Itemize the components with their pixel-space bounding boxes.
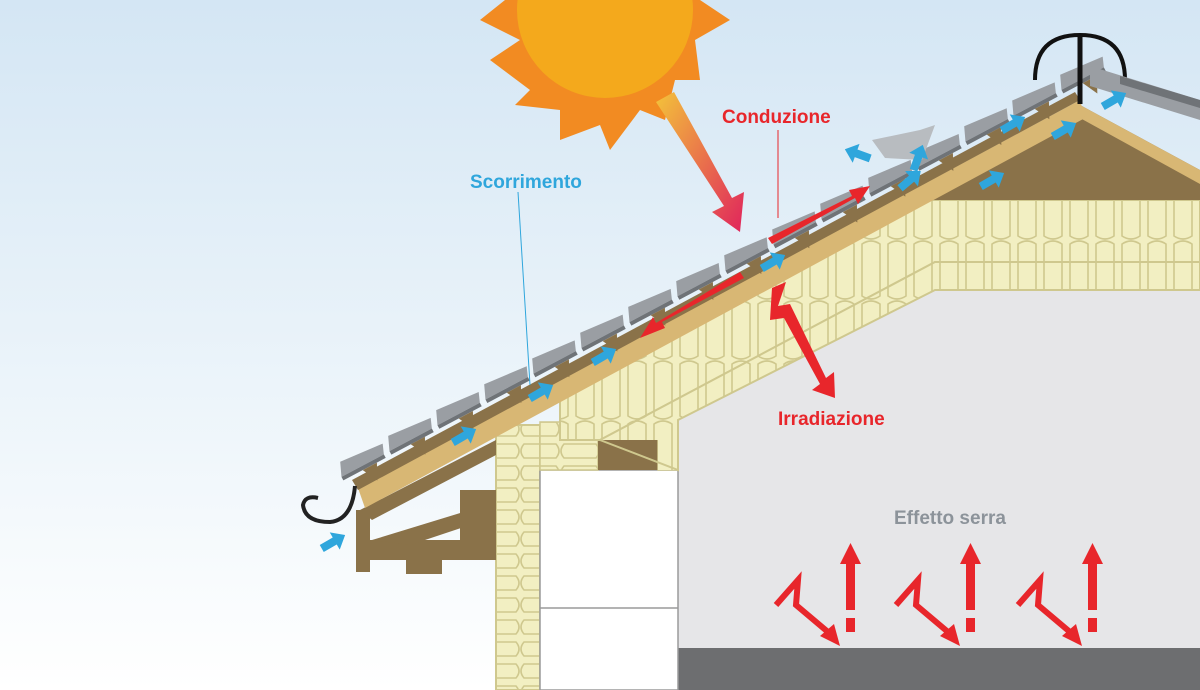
air-flow-arrow-icon <box>909 144 929 172</box>
roof-insulation <box>560 200 1200 440</box>
ridge-attic <box>920 105 1200 200</box>
conduction-arrows <box>640 186 870 338</box>
air-flow-arrow-icon <box>999 114 1026 134</box>
floor <box>678 648 1200 690</box>
radiation-label: Irradiazione <box>778 409 885 430</box>
air-flow-arrow-icon <box>1050 120 1077 140</box>
ridge-right-tiles <box>1090 66 1200 120</box>
roof-tile <box>1012 82 1058 120</box>
flow-leader <box>517 191 531 386</box>
solar-beam-arrow-icon <box>656 92 744 232</box>
greenhouse-label: Effetto serra <box>894 508 1006 529</box>
roof-tile <box>388 417 434 455</box>
air-flow-arrow-icon <box>844 143 872 163</box>
greenhouse-radiation-group <box>893 543 981 646</box>
heat-arrow-icon <box>966 560 975 610</box>
ridge-vent-icon <box>1033 32 1127 104</box>
roof-tile <box>436 392 482 429</box>
insulation-lower-band <box>600 262 1200 470</box>
sun-icon <box>480 0 730 150</box>
air-flow-arrow-icon <box>450 426 477 446</box>
roof-tile <box>964 108 1010 146</box>
air-flow-arrow-icon <box>590 346 617 366</box>
roof-tile <box>724 237 770 275</box>
roof-tile <box>484 366 530 404</box>
interior-wall <box>678 290 1200 690</box>
roof-tile <box>340 443 386 481</box>
air-flow-arrows <box>319 90 1127 552</box>
air-flow-arrow-icon <box>978 170 1005 190</box>
heat-arrow-icon <box>1088 560 1097 610</box>
conduction-label: Conduzione <box>722 107 831 128</box>
greenhouse-radiation-group <box>773 543 861 646</box>
heat-arrow-icon <box>846 560 855 610</box>
greenhouse-radiation-icons <box>773 543 1103 646</box>
greenhouse-radiation-group <box>1015 543 1103 646</box>
roof-deck <box>358 100 1085 508</box>
air-flow-arrow-icon <box>897 171 921 192</box>
heat-arrow-icon <box>640 272 744 338</box>
air-flow-arrow-icon <box>319 532 346 552</box>
radiation-zigzag-icon <box>1015 571 1072 635</box>
heat-arrow-icon <box>768 186 870 244</box>
wall-insulation-column <box>496 425 540 690</box>
air-flow-arrow-icon <box>1100 90 1127 110</box>
roof-tile <box>532 340 578 378</box>
gutter-icon <box>300 485 357 525</box>
radiation-zigzag-icon <box>893 571 950 635</box>
eave-rafters <box>356 440 496 574</box>
air-flow-arrow-icon <box>527 382 554 402</box>
wall-block <box>539 469 679 690</box>
radiation-zigzag-icon <box>770 282 835 398</box>
air-flow-arrow-icon <box>759 252 786 272</box>
flow-label: Scorrimento <box>470 172 582 193</box>
roof-tile <box>580 314 626 352</box>
radiation-zigzag-icon <box>773 571 830 635</box>
